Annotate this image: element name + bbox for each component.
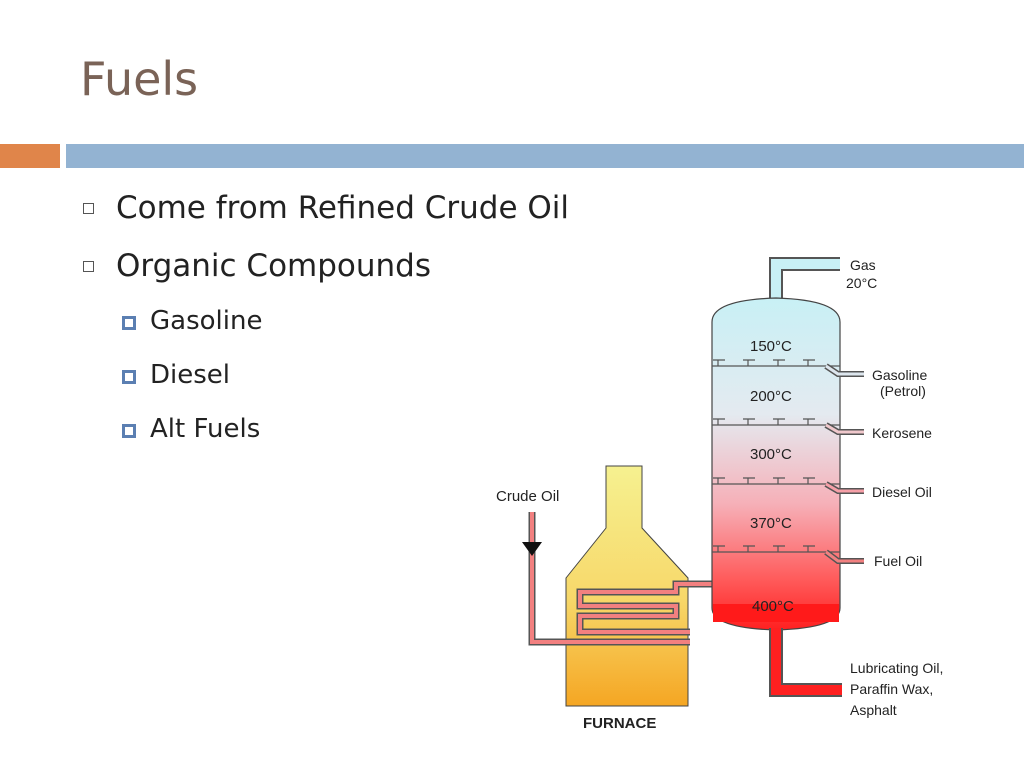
gas-temp-label: 20°C [846, 275, 877, 291]
gas-outlet-pipe [769, 257, 840, 310]
bullet-item: Come from Refined Crude Oil [80, 190, 680, 248]
temperature-label: 200°C [750, 388, 792, 405]
temperature-label: 300°C [750, 446, 792, 463]
furnace-label: FURNACE [583, 715, 656, 732]
crude-oil-label: Crude Oil [496, 488, 559, 505]
output-sublabel: (Petrol) [880, 383, 926, 399]
bottom-output-label: Paraffin Wax, [850, 681, 933, 697]
output-label: Diesel Oil [872, 484, 932, 500]
bottom-output-label: Lubricating Oil, [850, 660, 943, 676]
furnace-shape [565, 465, 689, 707]
filled-square-bullet-icon [122, 316, 136, 330]
accent-bar-blue [66, 144, 1024, 168]
bullet-text: Come from Refined Crude Oil [116, 190, 569, 226]
square-bullet-icon [83, 203, 94, 214]
bottom-output-label: Asphalt [850, 702, 897, 718]
bullet-text: Organic Compounds [116, 248, 432, 284]
output-label: Kerosene [872, 425, 932, 441]
column-trays [712, 359, 840, 553]
sub-bullet-item: Alt Fuels [120, 414, 680, 468]
temperature-label: 150°C [750, 338, 792, 355]
slide-title: Fuels [80, 52, 199, 106]
sub-bullet-text: Gasoline [150, 306, 263, 336]
filled-square-bullet-icon [122, 424, 136, 438]
temperature-label: 400°C [752, 598, 794, 615]
flow-arrow-icon [522, 542, 542, 556]
output-label: Gasoline [872, 367, 927, 383]
side-outlet-pipes [824, 363, 864, 564]
sub-bullet-item: Gasoline [120, 306, 680, 360]
sub-bullet-text: Alt Fuels [150, 414, 261, 444]
filled-square-bullet-icon [122, 370, 136, 384]
residue-zone [713, 604, 839, 622]
bullet-list: Come from Refined Crude Oil Organic Comp… [80, 190, 680, 468]
sub-bullet-text: Diesel [150, 360, 231, 390]
sub-bullet-item: Diesel [120, 360, 680, 414]
output-label: Fuel Oil [874, 553, 922, 569]
bottom-outlet-pipe [769, 628, 842, 697]
accent-bar-orange [0, 144, 60, 168]
gas-label: Gas [850, 257, 876, 273]
temperature-label: 370°C [750, 515, 792, 532]
square-bullet-icon [83, 261, 94, 272]
bullet-item: Organic Compounds [80, 248, 680, 306]
